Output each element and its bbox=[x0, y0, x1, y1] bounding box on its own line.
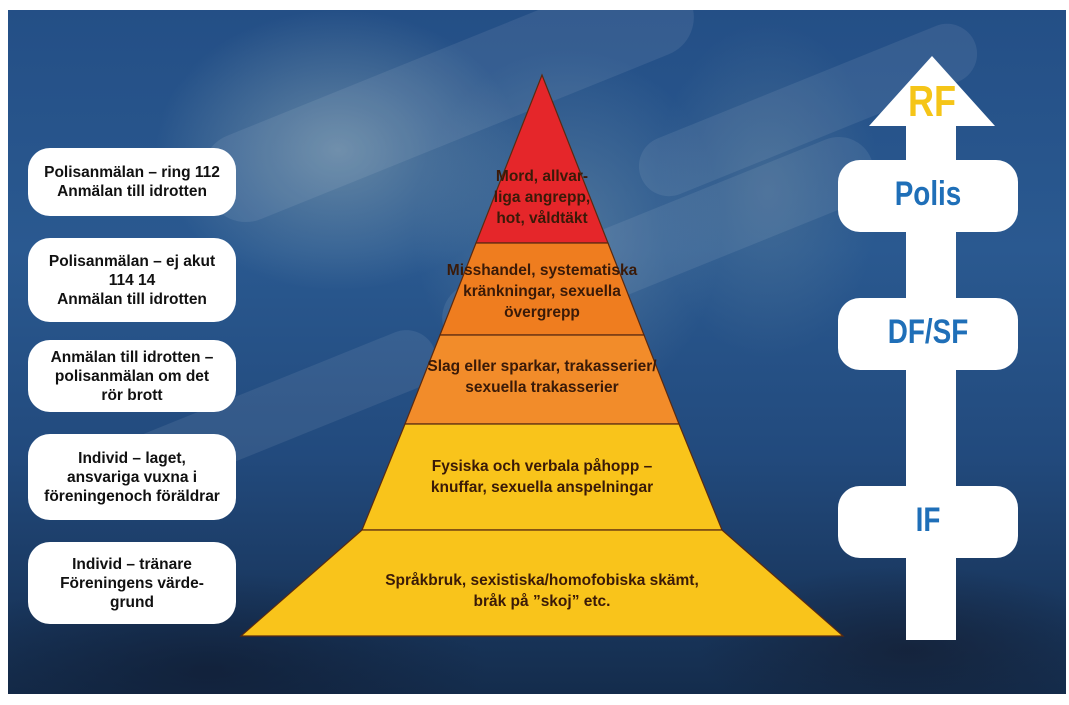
arrow-band-dfsf bbox=[838, 298, 1018, 370]
arrow-band-if bbox=[838, 486, 1018, 558]
side-box-level-1: Individ – tränare Föreningens värde- gru… bbox=[28, 542, 236, 624]
pyramid-tier-top-label: Mord, allvar- liga angrepp, hot, våldtäk… bbox=[493, 168, 591, 227]
pyramid-tier-base-label: Språkbruk, sexistiska/homofobiska skämt,… bbox=[385, 572, 699, 610]
arrow-band-polis bbox=[838, 160, 1018, 232]
side-box-level-3: Anmälan till idrotten – polisanmälan om … bbox=[28, 340, 236, 412]
arrow-label-polis: Polis bbox=[894, 175, 962, 213]
side-box-level-4: Polisanmälan – ej akut 114 14 Anmälan ti… bbox=[28, 238, 236, 322]
pyramid-tier-2-label: Misshandel, systematiska kränkningar, se… bbox=[446, 262, 638, 321]
side-box-level-2: Individ – laget, ansvariga vuxna i fören… bbox=[28, 434, 236, 520]
pyramid-tier-base bbox=[239, 529, 845, 637]
side-box-level-5: Polisanmälan – ring 112 Anmälan till idr… bbox=[28, 148, 236, 216]
arrow-label-rf: RF bbox=[907, 77, 957, 126]
pyramid-tier-3-label: Slag eller sparkar, trakasserier/ sexuel… bbox=[427, 358, 657, 396]
pyramid-tier-4-label: Fysiska och verbala påhopp – knuffar, se… bbox=[430, 458, 654, 496]
arrow-label-if: IF bbox=[915, 501, 941, 539]
arrow-head bbox=[869, 56, 995, 126]
arrow-label-dfsf: DF/SF bbox=[887, 313, 969, 351]
